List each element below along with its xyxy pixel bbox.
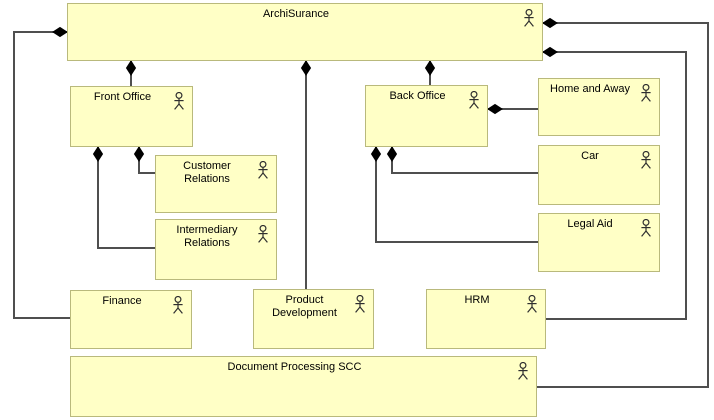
- business-actor-icon: [258, 161, 268, 179]
- business-actor-icon: [174, 92, 184, 110]
- composition-front-office-customer-relations[interactable]: [133, 146, 156, 174]
- composition-back-office-car[interactable]: [386, 146, 539, 174]
- composition-archisurance-front-office[interactable]: [125, 60, 137, 86]
- business-actor-icon: [173, 296, 183, 314]
- node-label: Front Office: [93, 91, 152, 103]
- node-label: Customer Relations: [183, 160, 231, 185]
- node-document-processing-scc[interactable]: Document Processing SCC: [70, 356, 537, 417]
- business-actor-icon: [527, 295, 537, 313]
- node-label: Document Processing SCC: [227, 361, 362, 373]
- composition-archisurance-document-processing-scc[interactable]: [537, 17, 709, 388]
- node-legal-aid[interactable]: Legal Aid: [538, 213, 660, 272]
- composition-front-office-intermediary-relations[interactable]: [92, 146, 156, 249]
- composition-archisurance-back-office[interactable]: [424, 60, 436, 85]
- node-finance[interactable]: Finance: [70, 290, 192, 349]
- node-archisurance[interactable]: ArchiSurance: [67, 3, 543, 61]
- node-intermediary-relations[interactable]: Intermediary Relations: [155, 219, 277, 280]
- composition-back-office-legal-aid[interactable]: [370, 146, 539, 243]
- node-label: Legal Aid: [567, 218, 613, 230]
- node-label: HRM: [464, 294, 490, 306]
- node-back-office[interactable]: Back Office: [365, 85, 488, 147]
- business-actor-icon: [641, 219, 651, 237]
- node-label: Home and Away: [550, 83, 630, 95]
- composition-back-office-home-and-away[interactable]: [487, 103, 538, 115]
- business-actor-icon: [469, 91, 479, 109]
- business-actor-icon: [258, 225, 268, 243]
- node-car[interactable]: Car: [538, 145, 660, 205]
- node-label: ArchiSurance: [262, 8, 330, 20]
- business-actor-icon: [524, 9, 534, 27]
- composition-archisurance-finance[interactable]: [13, 26, 70, 319]
- node-hrm[interactable]: HRM: [426, 289, 546, 349]
- node-label: Intermediary Relations: [176, 224, 238, 249]
- business-actor-icon: [641, 151, 651, 169]
- business-actor-icon: [355, 295, 365, 313]
- node-front-office[interactable]: Front Office: [70, 86, 193, 147]
- composition-archisurance-product-development[interactable]: [300, 60, 312, 289]
- node-label: Car: [581, 150, 599, 162]
- node-home-and-away[interactable]: Home and Away: [538, 78, 660, 136]
- node-label: Back Office: [389, 90, 446, 102]
- node-label: Product Development: [272, 294, 337, 319]
- composition-archisurance-hrm[interactable]: [542, 46, 687, 320]
- business-actor-icon: [641, 84, 651, 102]
- node-customer-relations[interactable]: Customer Relations: [155, 155, 277, 213]
- business-actor-icon: [518, 362, 528, 380]
- node-label: Finance: [102, 295, 142, 307]
- node-product-development[interactable]: Product Development: [253, 289, 374, 349]
